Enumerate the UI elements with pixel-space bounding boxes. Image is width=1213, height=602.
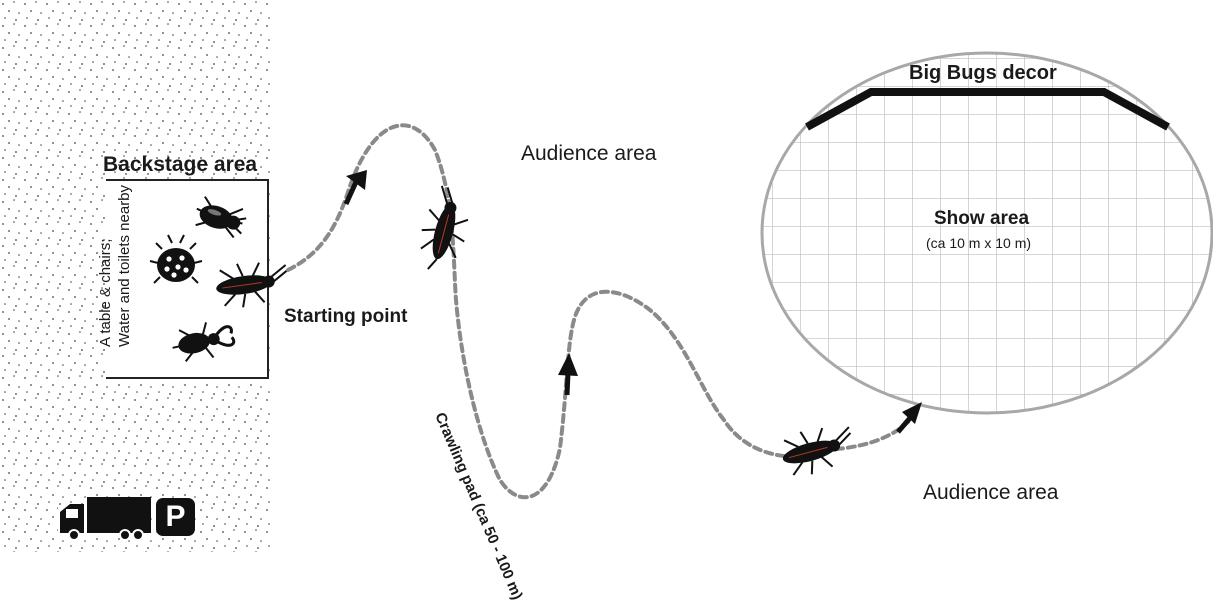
stag-beetle-icon <box>172 322 236 363</box>
ladybug-icon <box>149 234 203 284</box>
backstage-note-line-2: Water and toilets nearby <box>116 184 133 347</box>
crawling-path <box>286 123 912 500</box>
direction-arrow-icon <box>343 170 367 206</box>
show-area-size-label: (ca 10 m x 10 m) <box>926 235 1032 251</box>
direction-arrow-icon <box>558 353 578 396</box>
big-bugs-decor-label: Big Bugs decor <box>909 62 1057 84</box>
show-area-label: Show area <box>934 208 1030 229</box>
audience-area-label-lower: Audience area <box>923 481 1059 504</box>
cockroach-icon <box>216 262 288 308</box>
parking-icon: P <box>156 498 195 536</box>
direction-arrow-icon <box>896 402 922 434</box>
big-bugs-decor-bar <box>805 88 1170 131</box>
cockroach-icon <box>782 426 852 476</box>
event-layout-diagram <box>0 0 1213 552</box>
backstage-facilities-note: A table & chairs; Water and toilets near… <box>96 185 134 347</box>
starting-point-label: Starting point <box>284 306 408 327</box>
backstage-note-line-1: A table & chairs; <box>97 238 114 347</box>
beetle-icon <box>195 196 247 239</box>
cockroach-icon <box>420 185 469 270</box>
audience-area-label-upper: Audience area <box>521 142 657 165</box>
backstage-area-label: Backstage area <box>103 153 258 176</box>
truck-icon <box>58 497 151 541</box>
